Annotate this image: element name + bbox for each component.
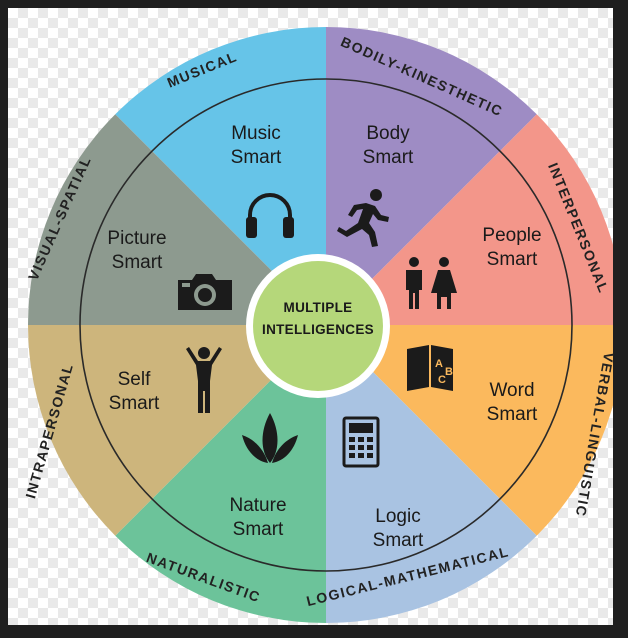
running-person-icon [337, 189, 389, 247]
segment-label-logic-line2: Smart [373, 530, 424, 551]
segment-label-body-line1: Body [366, 123, 410, 144]
segment-label-self-line2: Smart [109, 393, 160, 414]
segment-body [326, 27, 539, 325]
svg-text:A: A [435, 358, 443, 370]
segment-label-nature-line2: Smart [233, 519, 284, 540]
segment-people [326, 112, 613, 325]
headphones-icon [246, 193, 294, 238]
segment-label-picture-line1: Picture [107, 228, 166, 249]
segment-label-people-line2: Smart [487, 249, 538, 270]
segment-logic [326, 325, 539, 623]
people-icon [406, 257, 457, 309]
category-ring-line [79, 78, 573, 572]
segment-nature [113, 325, 326, 623]
segment-label-music-line2: Smart [231, 147, 282, 168]
plant-icon [242, 413, 298, 463]
book-icon: A C B [407, 345, 453, 391]
svg-text:C: C [438, 374, 446, 386]
segment-label-picture-line2: Smart [112, 252, 163, 273]
segment-word [326, 325, 613, 538]
segment-label-people-line1: People [482, 225, 541, 246]
center-circle [253, 261, 383, 391]
svg-text:B: B [445, 366, 453, 378]
segment-label-word-line2: Smart [487, 404, 538, 425]
camera-icon [178, 274, 232, 310]
calculator-icon [342, 416, 380, 468]
segment-label-music-line1: Music [231, 123, 281, 144]
segment-label-word-line1: Word [489, 380, 534, 401]
center-title-line2: INTELLIGENCES [262, 322, 374, 337]
segment-label-nature-line1: Nature [229, 495, 286, 516]
segment-label-logic-line1: Logic [375, 506, 420, 527]
segment-label-self-line1: Self [118, 369, 151, 390]
segment-music [113, 27, 326, 325]
center-title-line1: MULTIPLE [284, 300, 353, 315]
segment-label-body-line2: Smart [363, 147, 414, 168]
person-arms-up-icon [186, 347, 222, 413]
segment-picture [28, 112, 326, 325]
segment-self [28, 325, 326, 538]
